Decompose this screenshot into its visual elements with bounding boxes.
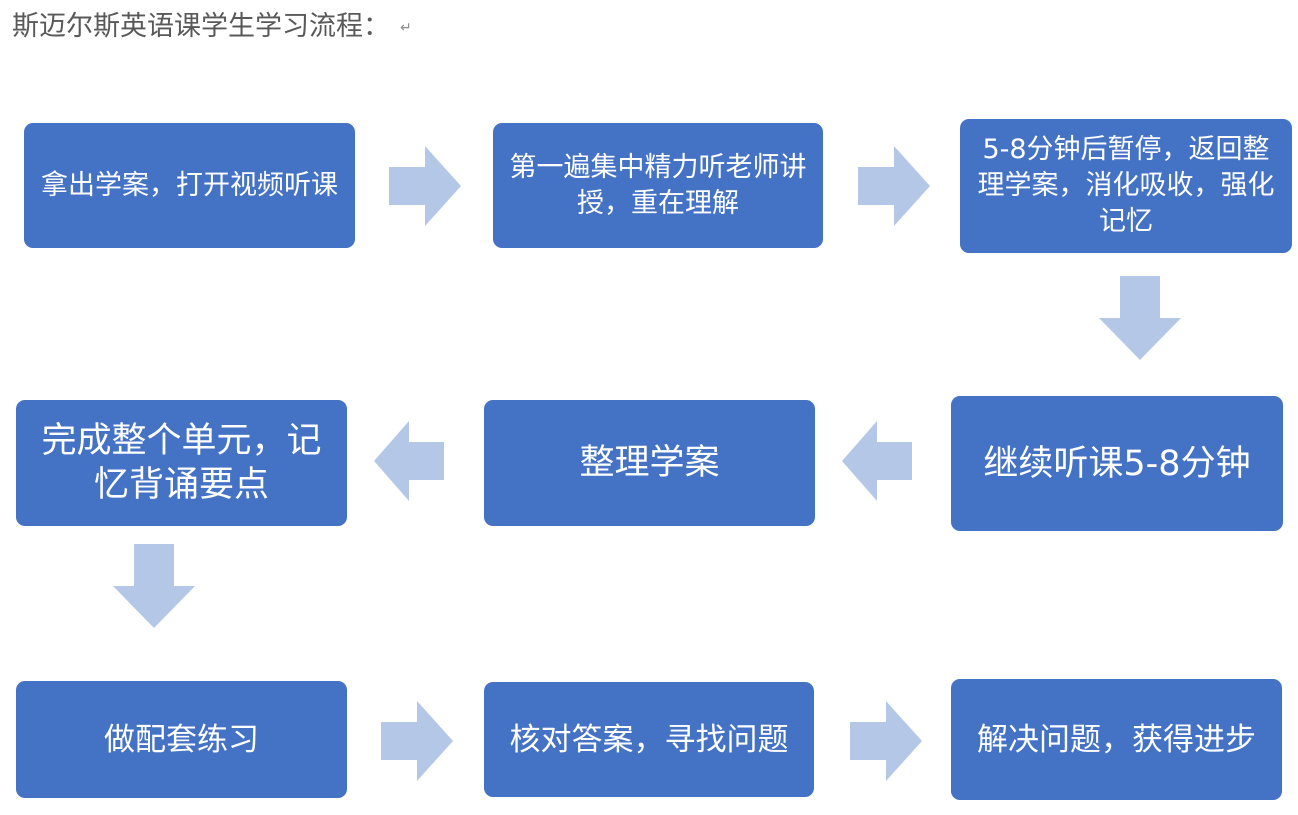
paragraph-mark-icon: ↵ bbox=[400, 19, 412, 36]
step-label-5: 整理学案 bbox=[579, 443, 720, 483]
step-box-6: 完成整个单元，记忆背诵要点 bbox=[16, 400, 347, 526]
step-box-9: 解决问题，获得进步 bbox=[951, 679, 1282, 800]
step-box-4: 继续听课5-8分钟 bbox=[951, 396, 1283, 531]
step-box-1: 拿出学案，打开视频听课 bbox=[24, 123, 355, 248]
step-label-8: 核对答案，寻找问题 bbox=[509, 721, 789, 758]
step-label-3: 5-8分钟后暂停，返回整理学案，消化吸收，强化记忆 bbox=[977, 134, 1275, 237]
arrow-right-3 bbox=[381, 701, 453, 781]
arrow-right-2 bbox=[858, 146, 930, 226]
arrow-down-2 bbox=[113, 544, 195, 628]
page-title-text: 斯迈尔斯英语课学生学习流程： bbox=[12, 11, 390, 42]
step-label-9: 解决问题，获得进步 bbox=[977, 721, 1256, 758]
arrow-down-1 bbox=[1099, 276, 1181, 360]
step-box-5: 整理学案 bbox=[484, 400, 815, 526]
step-label-7: 做配套练习 bbox=[104, 721, 259, 758]
arrow-left-2 bbox=[374, 421, 444, 501]
page-title: 斯迈尔斯英语课学生学习流程： ↵ bbox=[12, 8, 412, 47]
step-label-4: 继续听课5-8分钟 bbox=[983, 443, 1251, 484]
step-label-1: 拿出学案，打开视频听课 bbox=[41, 169, 338, 201]
arrow-right-4 bbox=[850, 701, 922, 781]
step-label-6: 完成整个单元，记忆背诵要点 bbox=[41, 421, 322, 505]
arrow-right-1 bbox=[389, 146, 461, 226]
step-box-7: 做配套练习 bbox=[16, 681, 347, 798]
step-box-2: 第一遍集中精力听老师讲授，重在理解 bbox=[493, 123, 823, 248]
step-box-3: 5-8分钟后暂停，返回整理学案，消化吸收，强化记忆 bbox=[960, 119, 1292, 253]
step-box-8: 核对答案，寻找问题 bbox=[484, 682, 814, 797]
step-label-2: 第一遍集中精力听老师讲授，重在理解 bbox=[509, 151, 807, 219]
arrow-left-1 bbox=[842, 421, 912, 501]
